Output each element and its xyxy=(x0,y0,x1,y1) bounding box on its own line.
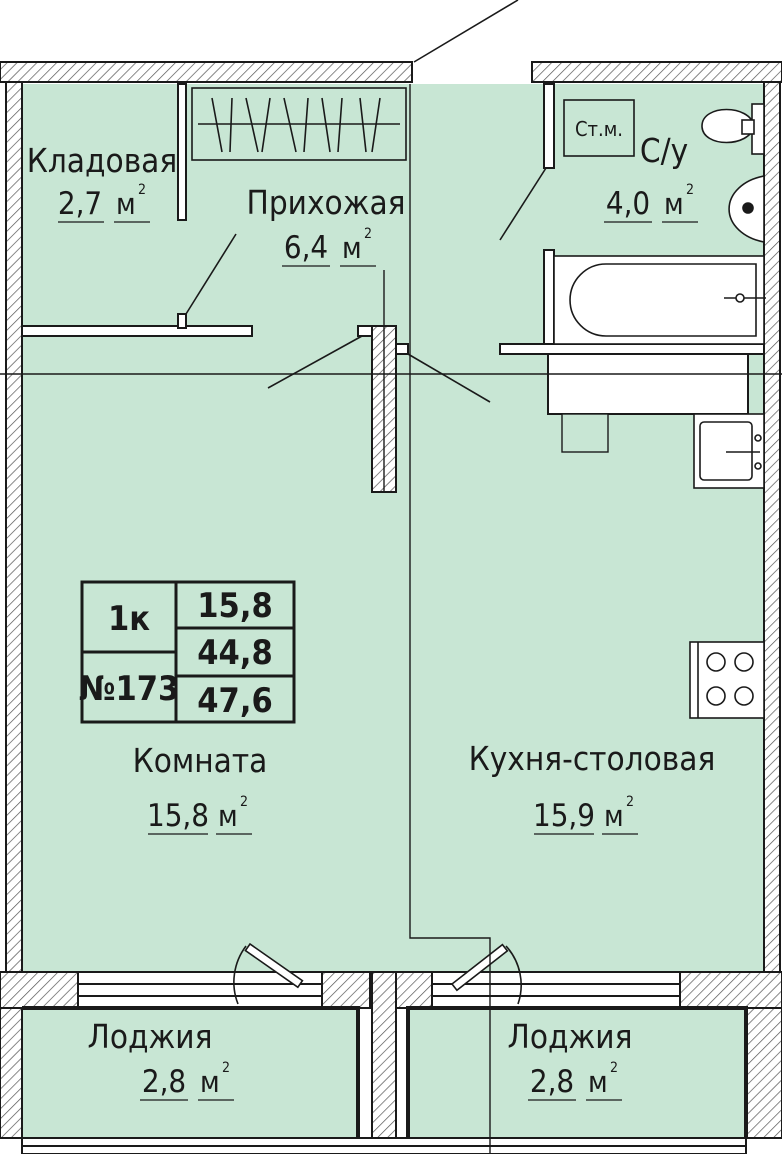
bathroom-area: 4,0 xyxy=(606,186,650,222)
loggia-left-name: Лоджия xyxy=(88,1017,213,1056)
total-area-value: 44,8 xyxy=(197,633,272,673)
total-with-loggia-value: 47,6 xyxy=(197,681,272,721)
bathtub-fixture xyxy=(553,255,766,345)
storage-unit: м xyxy=(116,187,136,221)
bathroom-unit: м xyxy=(664,187,684,221)
hall-name: Прихожая xyxy=(247,183,406,222)
stove-fixture xyxy=(689,641,765,719)
living-room-name: Комната xyxy=(133,741,268,780)
living-room-area: 15,8 xyxy=(147,798,209,834)
loggia-right-unit-power: 2 xyxy=(610,1060,618,1076)
kitchen-name: Кухня-столовая xyxy=(469,739,716,778)
loggia-right-name: Лоджия xyxy=(508,1017,633,1056)
loggia-right-unit: м xyxy=(588,1065,608,1099)
bathroom-unit-power: 2 xyxy=(686,182,694,198)
kitchen-cabinet xyxy=(561,413,609,453)
loggia-right-area: 2,8 xyxy=(530,1064,574,1100)
door-swings xyxy=(185,0,547,1005)
wardrobe xyxy=(191,87,407,161)
hall-area: 6,4 xyxy=(284,230,328,266)
loggia-left-unit: м xyxy=(200,1065,220,1099)
kitchen-unit-power: 2 xyxy=(626,794,634,810)
washer-label: Ст.м. xyxy=(575,117,623,141)
kitchen-unit: м xyxy=(604,799,624,833)
floor-fill xyxy=(22,84,764,1138)
windows xyxy=(21,971,747,1154)
apartment-info-table: 1к №173 15,8 44,8 47,6 xyxy=(79,580,296,724)
hall-unit: м xyxy=(342,231,362,265)
kitchen-area: 15,9 xyxy=(533,798,595,834)
loggia-left-unit-power: 2 xyxy=(222,1060,230,1076)
loggia-left-area: 2,8 xyxy=(142,1064,186,1100)
living-room-unit-power: 2 xyxy=(240,794,248,810)
loggia-walls xyxy=(22,1006,748,1138)
living-room-unit: м xyxy=(218,799,238,833)
apartment-number: №173 xyxy=(79,669,180,709)
washing-machine: Ст.м. xyxy=(563,99,635,157)
apartment-type: 1к xyxy=(108,599,150,639)
sink-fixture xyxy=(728,175,765,243)
storage-name: Кладовая xyxy=(27,141,177,180)
section-lines xyxy=(0,84,782,1154)
hall-unit-power: 2 xyxy=(364,226,372,242)
storage-unit-power: 2 xyxy=(138,182,146,198)
kitchen-sink xyxy=(693,413,765,489)
living-area-value: 15,8 xyxy=(197,586,272,626)
interior-walls xyxy=(21,83,765,415)
toilet-fixture xyxy=(701,103,765,155)
room-labels: Кладовая 2,7 м 2 Прихожая 6,4 м 2 С/у 4,… xyxy=(27,131,716,1101)
bathroom-name: С/у xyxy=(640,131,688,170)
storage-area: 2,7 xyxy=(58,186,102,222)
